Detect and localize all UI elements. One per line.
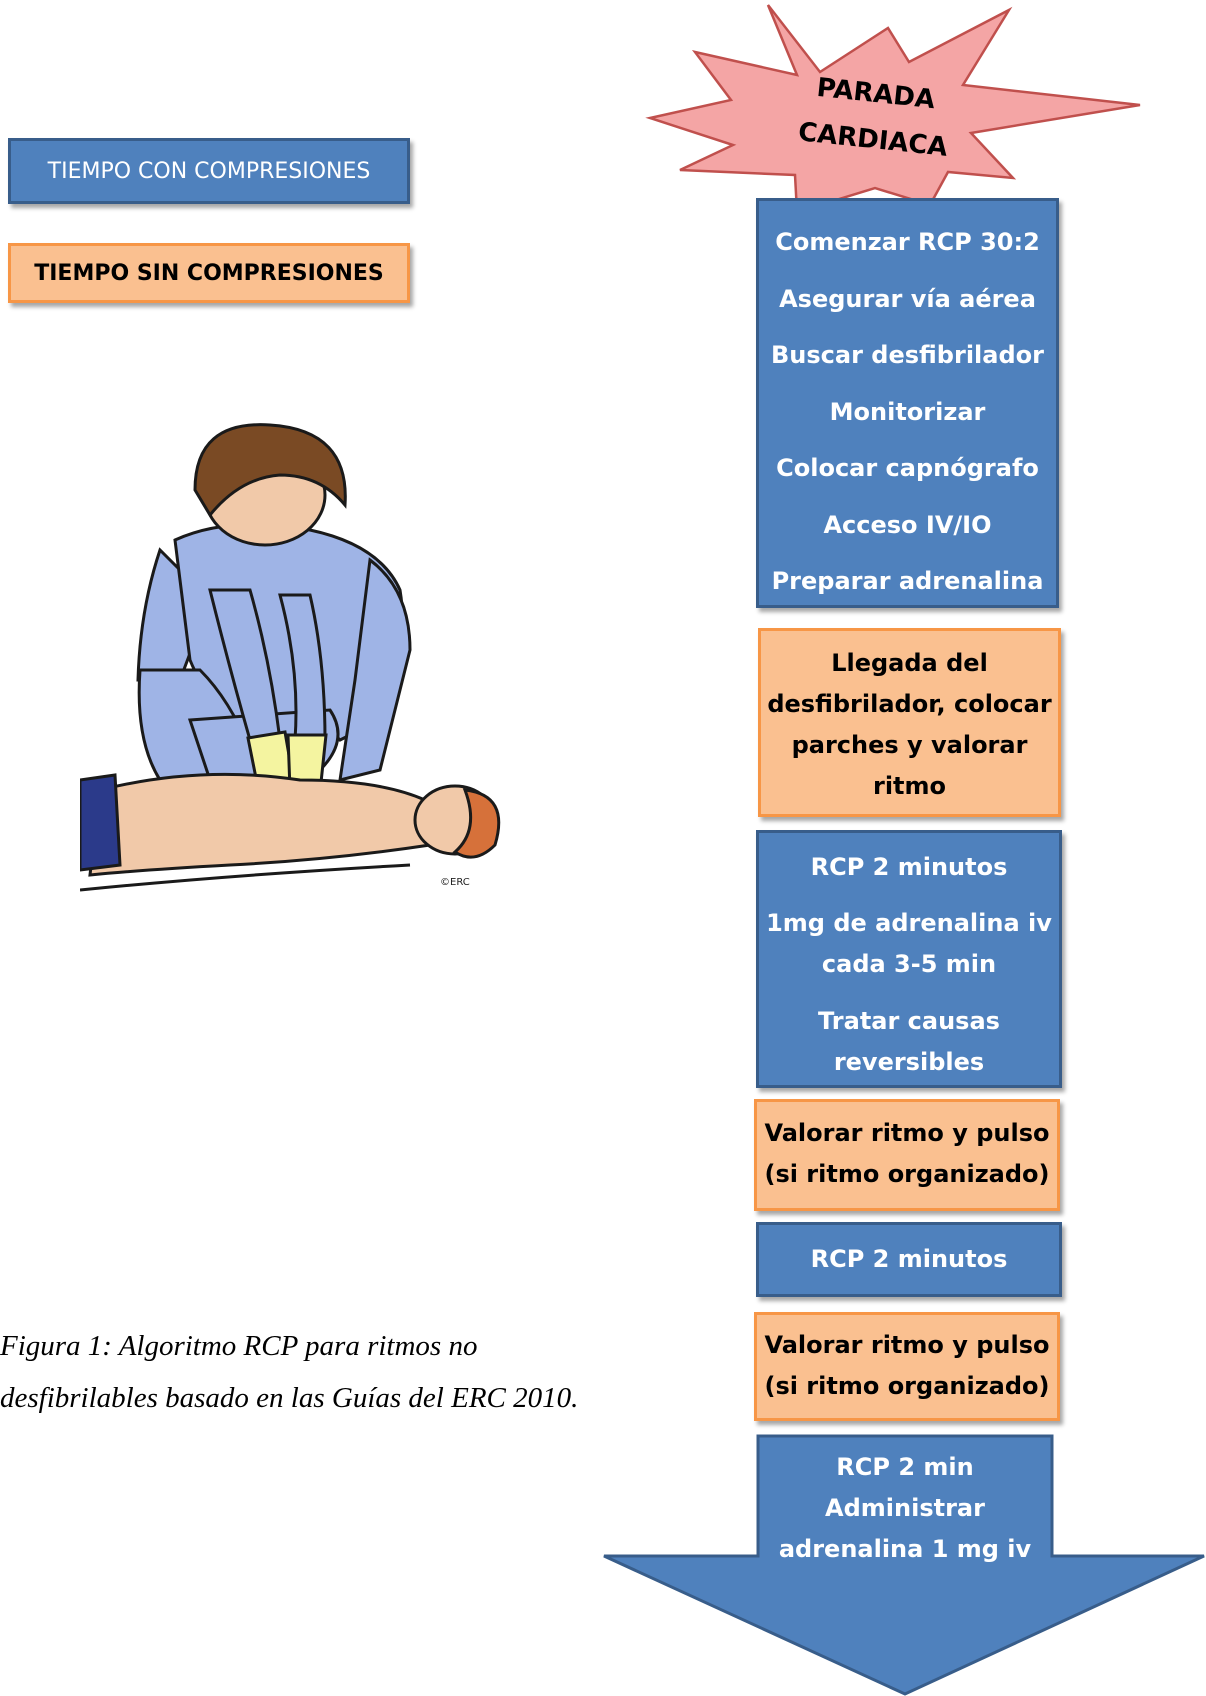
step-initial-item: Preparar adrenalina <box>759 553 1056 610</box>
step-initial: Comenzar RCP 30:2 Asegurar vía aérea Bus… <box>756 198 1059 608</box>
legend-with-compressions: TIEMPO CON COMPRESIONES <box>8 138 410 204</box>
final-step-line: RCP 2 min <box>758 1447 1052 1488</box>
step-rcp-line: reversibles <box>759 1042 1059 1083</box>
figure-caption-line: desfibrilables basado en las Guías del E… <box>0 1372 650 1424</box>
step-check-line: Valorar ritmo y pulso <box>757 1113 1057 1154</box>
step-initial-item: Comenzar RCP 30:2 <box>759 214 1056 271</box>
step-initial-item: Colocar capnógrafo <box>759 440 1056 497</box>
step-rcp-2: RCP 2 minutos <box>756 1222 1062 1297</box>
illustration-credit: ©ERC <box>440 877 470 888</box>
step-check-line: (si ritmo organizado) <box>757 1154 1057 1195</box>
step-check-line: Valorar ritmo y pulso <box>757 1325 1057 1366</box>
step-initial-item: Monitorizar <box>759 384 1056 441</box>
step-check-line: (si ritmo organizado) <box>757 1366 1057 1407</box>
step-rcp-line: 1mg de adrenalina iv <box>759 903 1059 944</box>
legend-without-compressions: TIEMPO SIN COMPRESIONES <box>8 243 410 303</box>
final-step-line: adrenalina 1 mg iv <box>758 1529 1052 1570</box>
final-step-line: Administrar <box>758 1488 1052 1529</box>
step-defib-line: Llegada del <box>761 643 1058 684</box>
figure-caption: Figura 1: Algoritmo RCP para ritmos no d… <box>0 1320 650 1424</box>
step-defib-arrival: Llegada del desfibrilador, colocar parch… <box>758 628 1061 817</box>
step-initial-item: Acceso IV/IO <box>759 497 1056 554</box>
final-step-text: RCP 2 min Administrar adrenalina 1 mg iv <box>758 1447 1052 1570</box>
step-rcp-adrenaline: RCP 2 minutos 1mg de adrenalina iv cada … <box>756 830 1062 1088</box>
step-check-rhythm-1: Valorar ritmo y pulso (si ritmo organiza… <box>754 1099 1060 1211</box>
step-rcp2-line: RCP 2 minutos <box>759 1239 1059 1280</box>
step-initial-item: Asegurar vía aérea <box>759 271 1056 328</box>
cpr-illustration: ©ERC <box>80 420 560 980</box>
figure-caption-line: Figura 1: Algoritmo RCP para ritmos no <box>0 1320 650 1372</box>
step-check-rhythm-2: Valorar ritmo y pulso (si ritmo organiza… <box>754 1312 1060 1421</box>
cardiac-arrest-star: PARADA CARDIACA <box>640 0 1150 215</box>
step-rcp-line: cada 3-5 min <box>759 944 1059 985</box>
step-defib-line: ritmo <box>761 766 1058 807</box>
step-rcp-line: RCP 2 minutos <box>759 847 1059 888</box>
step-rcp-line: Tratar causas <box>759 1001 1059 1042</box>
step-defib-line: desfibrilador, colocar <box>761 684 1058 725</box>
step-initial-item: Buscar desfibrilador <box>759 327 1056 384</box>
step-defib-line: parches y valorar <box>761 725 1058 766</box>
